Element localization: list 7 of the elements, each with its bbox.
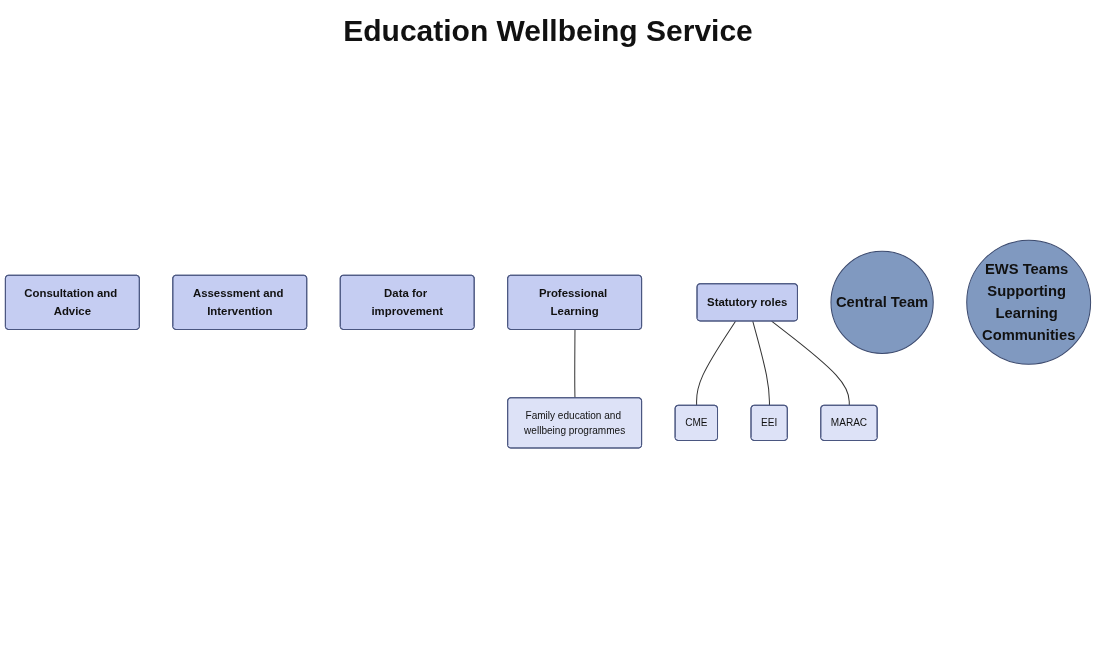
- diagram-title: Education Wellbeing Service: [342, 14, 754, 48]
- connector: [752, 320, 770, 406]
- node-circle: Central Team: [830, 250, 934, 354]
- connector: [696, 320, 737, 406]
- connector: [574, 329, 576, 399]
- node-circle: EWS Teams Supporting Learning Communities: [966, 239, 1092, 365]
- connector: [771, 320, 850, 406]
